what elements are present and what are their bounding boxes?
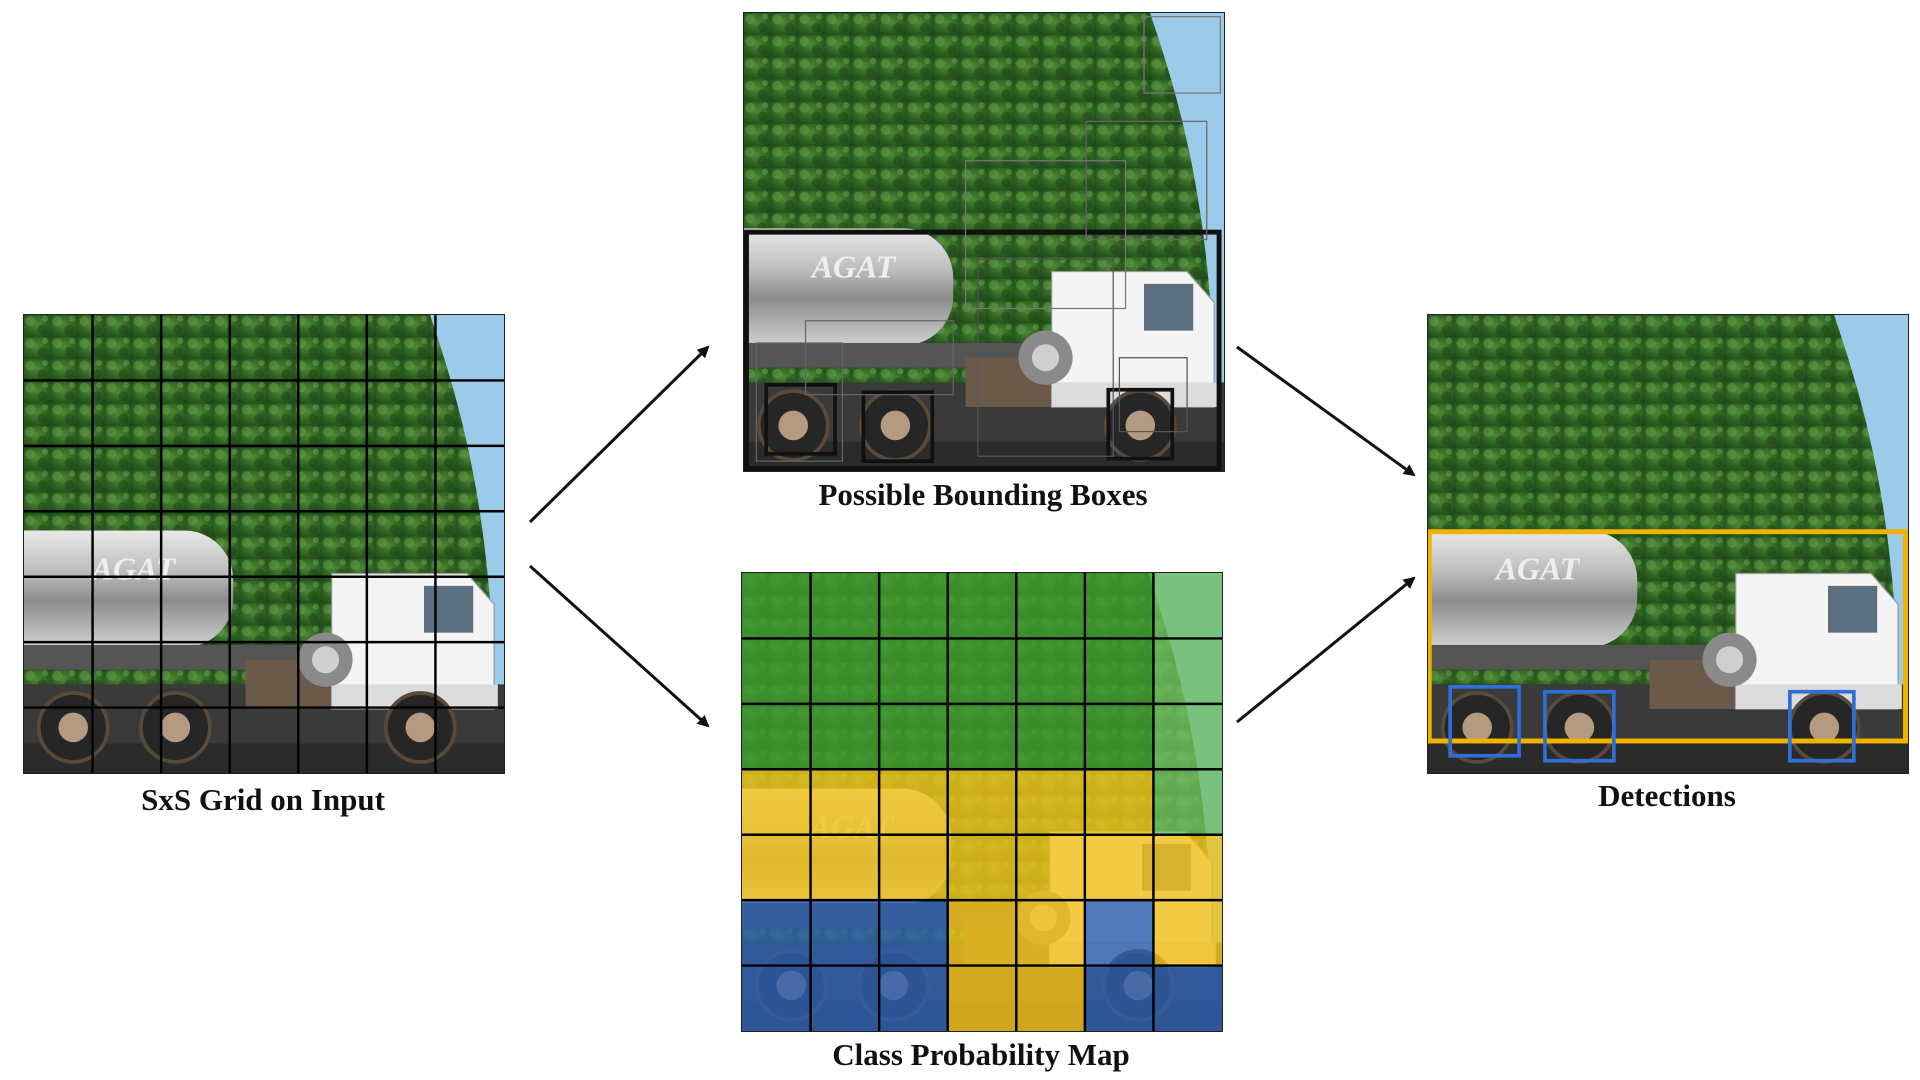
probability-cell-yellow xyxy=(1016,965,1085,1031)
probability-cell-yellow xyxy=(947,900,1017,966)
candidate-box xyxy=(964,160,1127,310)
probability-cell-green xyxy=(1084,703,1154,770)
bounding-boxes-panel xyxy=(743,12,1225,472)
probability-cell-green xyxy=(879,573,948,639)
candidate-box xyxy=(744,229,1222,471)
wheel-detection-box xyxy=(1448,684,1521,758)
probability-cell-blue xyxy=(1153,965,1222,1031)
candidate-box xyxy=(977,258,1114,457)
input-panel-label: SxS Grid on Input xyxy=(141,782,385,817)
candidate-box xyxy=(1106,387,1175,461)
probability-cell-yellow xyxy=(947,965,1017,1031)
probability-cell-yellow xyxy=(742,769,811,835)
probability-cell-lightgreen xyxy=(1153,638,1222,704)
probability-cell-lightgreen xyxy=(1153,769,1222,835)
class-probability-panel xyxy=(741,572,1223,1032)
probability-cell-green xyxy=(947,703,1017,770)
probability-cell-yellow xyxy=(947,834,1017,901)
probability-cell-green xyxy=(947,573,1017,639)
candidate-box xyxy=(1118,357,1188,433)
probability-grid-overlay xyxy=(742,573,1222,1031)
probability-cells xyxy=(742,573,1222,1031)
input-image-panel xyxy=(23,314,505,774)
arrow-to-class-probability xyxy=(528,564,710,728)
probability-cell-blue xyxy=(742,900,811,966)
probability-cell-green xyxy=(1016,638,1085,704)
probability-cell-green xyxy=(810,638,880,704)
detections-panel xyxy=(1427,314,1909,774)
probability-cell-green xyxy=(810,573,880,639)
probability-cell-blue xyxy=(1084,965,1154,1031)
candidate-box xyxy=(861,390,935,463)
probability-cell-green xyxy=(1084,573,1154,639)
probability-cell-yellow xyxy=(1016,900,1085,966)
probability-cell-yellow xyxy=(1084,834,1154,901)
truck-detection-box xyxy=(1428,529,1908,744)
probability-cell-green xyxy=(742,703,811,770)
probability-cell-yellow xyxy=(879,769,948,835)
arrow-to-bounding-boxes xyxy=(528,345,710,524)
probability-cell-green xyxy=(879,638,948,704)
probability-cell-yellow xyxy=(810,834,880,901)
input-grid-image xyxy=(24,315,504,773)
probability-cell-yellow xyxy=(1153,834,1222,901)
wheel-detection-box xyxy=(1788,689,1856,763)
probability-cell-green xyxy=(879,703,948,770)
candidate-box xyxy=(755,342,844,462)
probability-cell-green xyxy=(810,703,880,770)
arrow-probmap-to-detections xyxy=(1236,576,1416,724)
probability-cell-yellow xyxy=(742,834,811,901)
wheel-detection-box xyxy=(1543,689,1616,763)
probability-cell-blue xyxy=(810,900,880,966)
detections-image xyxy=(1428,315,1908,773)
probability-cell-blue xyxy=(879,965,948,1031)
probability-cell-yellow xyxy=(1084,769,1154,835)
probability-cell-blue xyxy=(742,965,811,1031)
candidate-box xyxy=(804,320,954,396)
class-probability-label: Class Probability Map xyxy=(832,1037,1130,1072)
bounding-boxes-image xyxy=(744,13,1224,471)
probability-cell-yellow xyxy=(1016,834,1085,901)
bounding-boxes-label: Possible Bounding Boxes xyxy=(818,477,1148,512)
probability-cell-green xyxy=(1016,703,1085,770)
candidate-box xyxy=(1143,16,1221,94)
probability-cell-yellow xyxy=(1153,900,1222,966)
sxs-grid-overlay xyxy=(24,315,504,773)
probability-cell-yellow xyxy=(947,769,1017,835)
probability-cell-green xyxy=(947,638,1017,704)
probability-cell-blue xyxy=(1084,900,1154,966)
probability-cell-yellow xyxy=(810,769,880,835)
candidate-box xyxy=(1085,120,1208,241)
probability-cell-green xyxy=(742,638,811,704)
arrow-bboxes-to-detections xyxy=(1236,345,1416,477)
probability-cell-yellow xyxy=(1016,769,1085,835)
probability-cell-green xyxy=(742,573,811,639)
probability-cell-blue xyxy=(879,900,948,966)
class-probability-image xyxy=(742,573,1222,1031)
probability-cell-lightgreen xyxy=(1153,573,1222,639)
probability-cell-blue xyxy=(810,965,880,1031)
probability-cell-green xyxy=(1016,573,1085,639)
probability-cell-yellow xyxy=(879,834,948,901)
detections-label: Detections xyxy=(1598,778,1736,813)
probability-cell-lightgreen xyxy=(1153,703,1222,770)
probability-cell-green xyxy=(1084,638,1154,704)
candidate-box xyxy=(764,382,837,456)
